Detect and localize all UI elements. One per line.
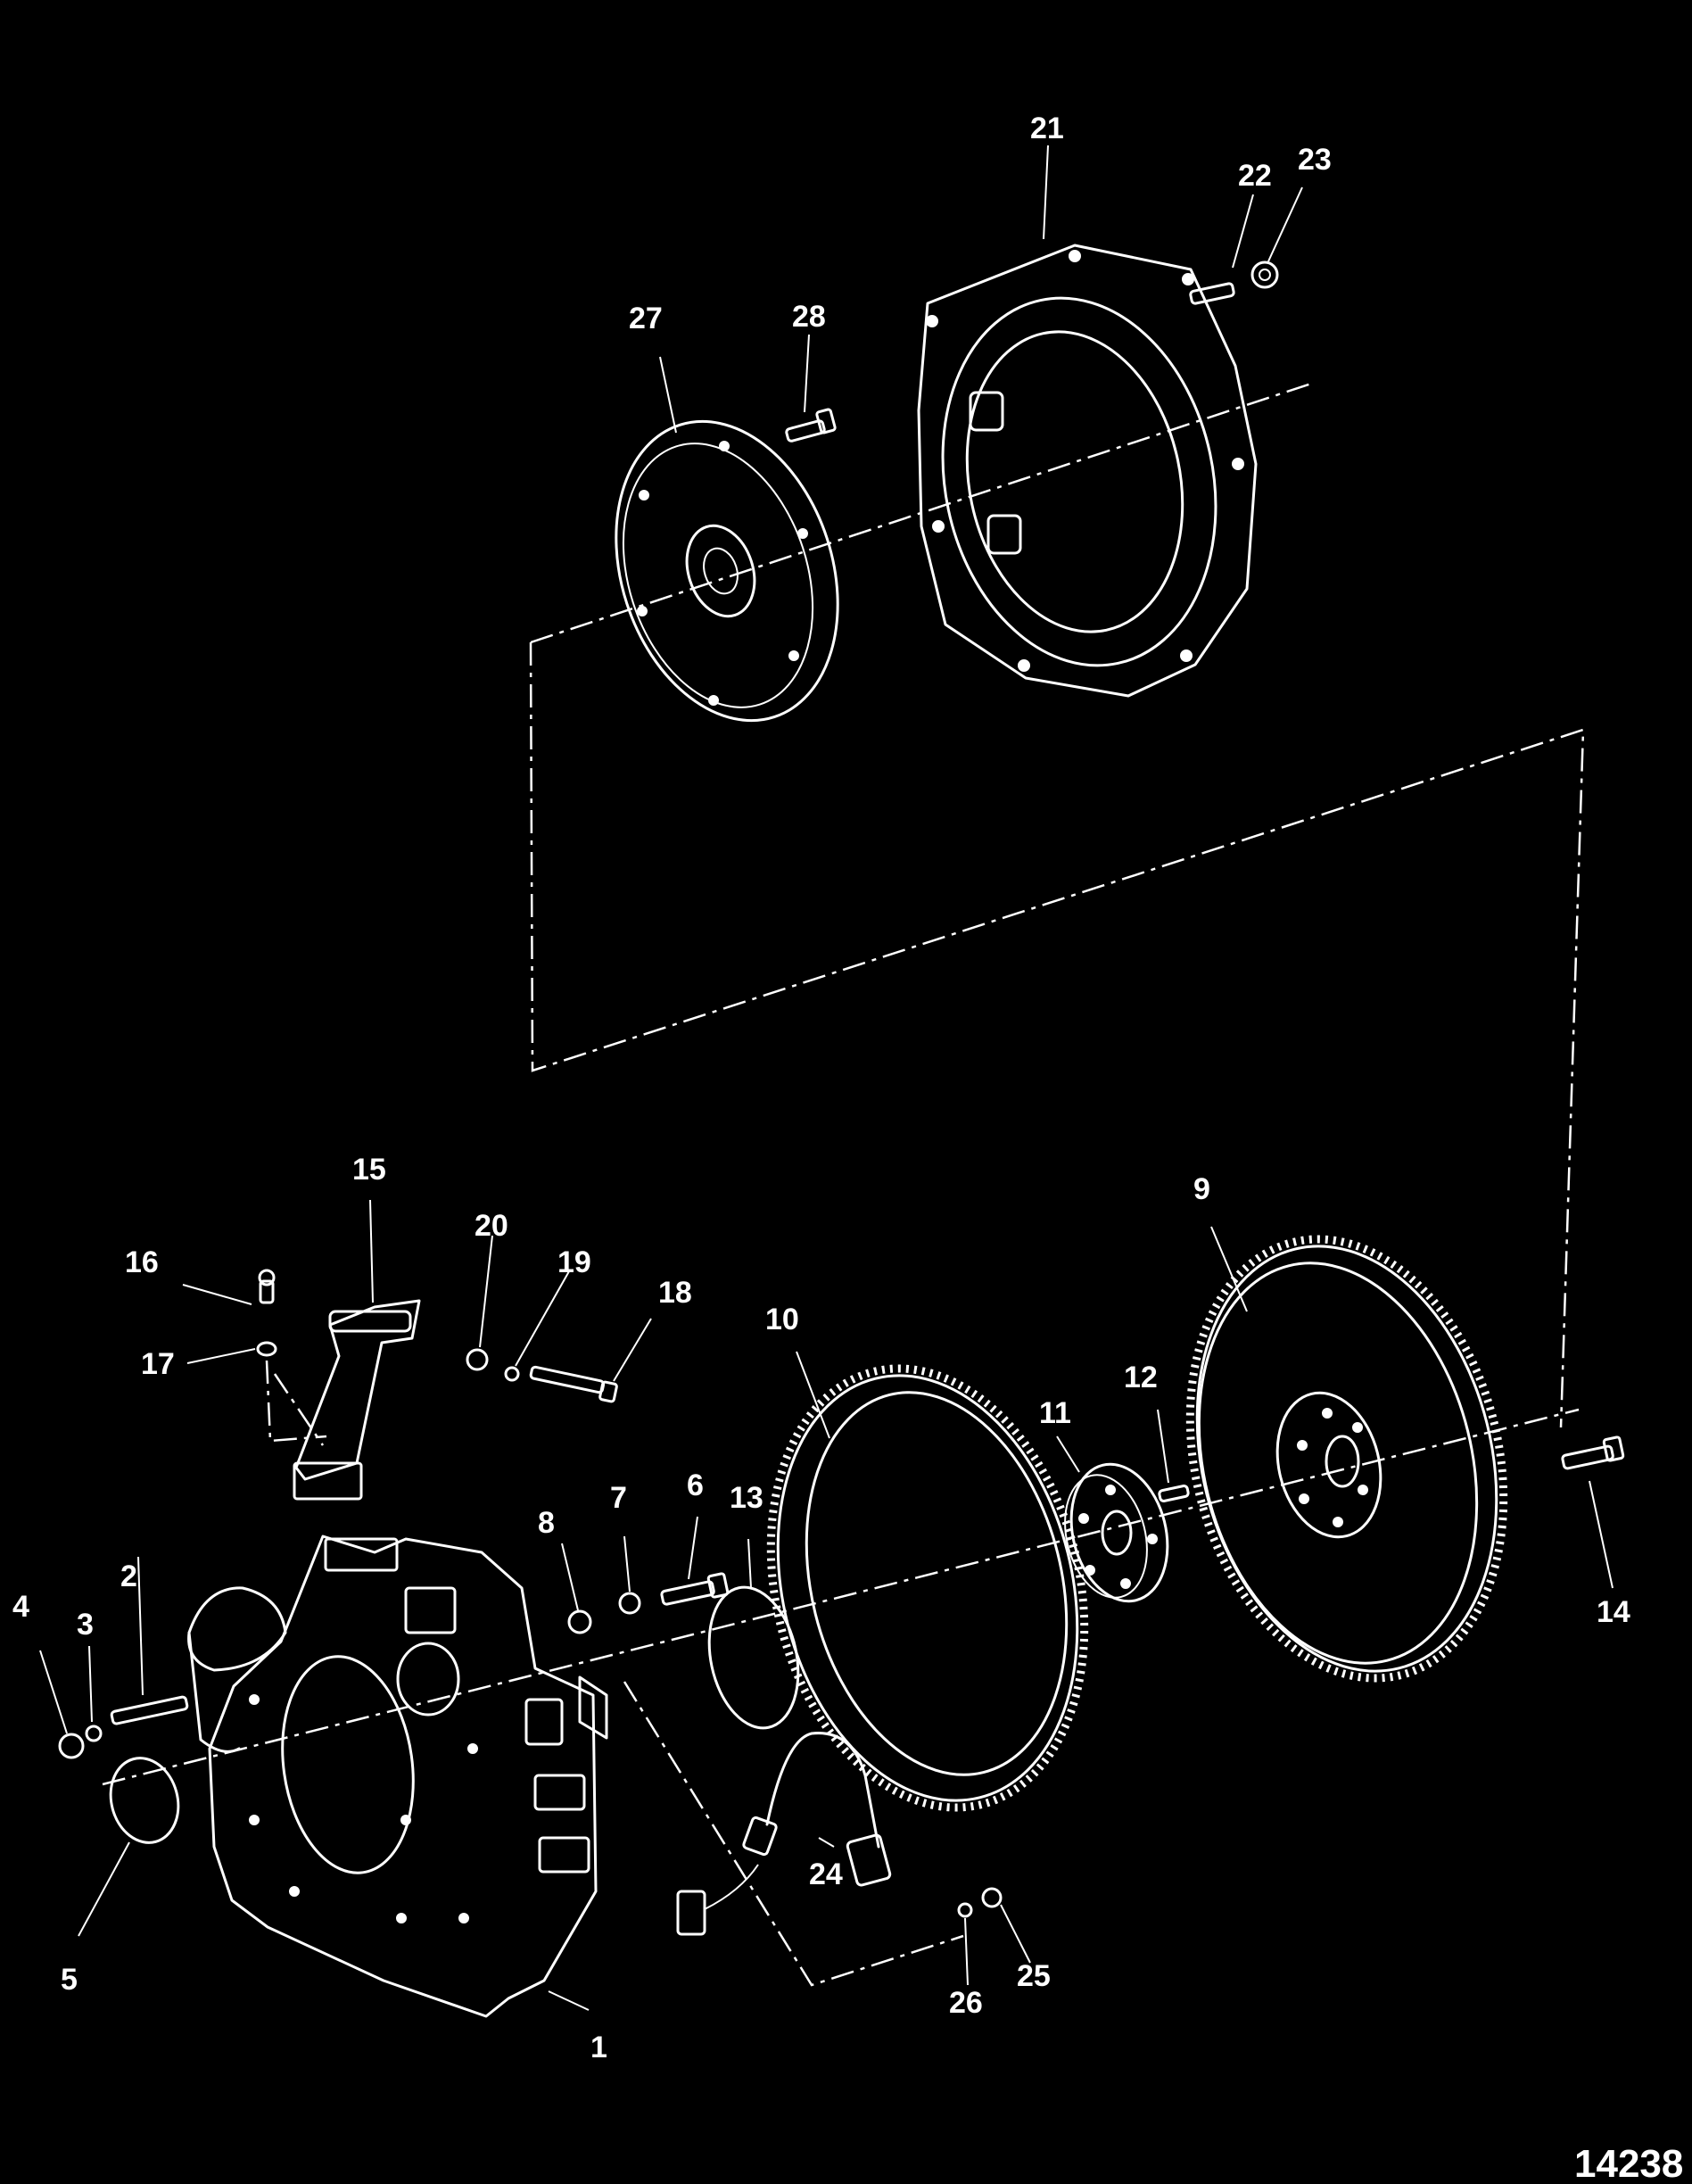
- callout-26: 26: [949, 1986, 983, 2020]
- washer-19: [504, 1366, 520, 1382]
- callout-22: 22: [1238, 159, 1272, 193]
- drive-plate-27: [615, 419, 839, 723]
- washer-3: [85, 1725, 103, 1742]
- bolt-18: [529, 1365, 618, 1403]
- callout-5: 5: [61, 1963, 78, 1997]
- flywheel-adapter-11: [1064, 1462, 1169, 1603]
- speed-sensor-24: [676, 1732, 892, 1936]
- callout-11: 11: [1039, 1396, 1071, 1430]
- callout-24: 24: [809, 1857, 843, 1891]
- flywheel-9: [1185, 1235, 1508, 1683]
- screw-25: [981, 1887, 1003, 1908]
- callout-3: 3: [77, 1608, 94, 1642]
- callout-20: 20: [475, 1209, 508, 1243]
- washer-8: [567, 1609, 592, 1634]
- callout-14: 14: [1597, 1595, 1630, 1629]
- callout-10: 10: [765, 1303, 799, 1336]
- callout-21: 21: [1030, 112, 1064, 145]
- o-ring-5: [109, 1757, 180, 1844]
- callout-25: 25: [1017, 1959, 1051, 1993]
- leader-lines: [39, 145, 1614, 2011]
- bolt-14: [1561, 1435, 1625, 1470]
- callout-15: 15: [352, 1153, 386, 1187]
- figure-number: 14238: [1574, 2142, 1683, 2184]
- callout-28: 28: [792, 300, 826, 334]
- callout-12: 12: [1124, 1361, 1158, 1394]
- callout-17: 17: [141, 1347, 175, 1381]
- stud-2: [110, 1695, 189, 1725]
- bracket-alignment-line: [265, 1360, 327, 1443]
- centerlines: [102, 382, 1585, 1987]
- bolt-6: [660, 1572, 730, 1606]
- callout-13: 13: [730, 1481, 763, 1515]
- callout-7: 7: [610, 1481, 627, 1515]
- callout-27: 27: [629, 302, 663, 335]
- washer-20: [466, 1348, 489, 1371]
- callout-2: 2: [120, 1559, 137, 1593]
- callout-6: 6: [687, 1468, 704, 1502]
- screw-16: [258, 1269, 276, 1304]
- callout-1: 1: [590, 2031, 607, 2064]
- ring-gear-10: [766, 1364, 1089, 1812]
- flywheel-housing-1: [187, 1535, 608, 2018]
- callout-8: 8: [538, 1506, 555, 1540]
- washer-17: [256, 1341, 277, 1357]
- callout-9: 9: [1193, 1172, 1210, 1206]
- callout-labels: 1 2 3 4 5 6 7 8 9 10 11 12 13 14 15 16 1…: [12, 112, 1630, 2064]
- callout-4: 4: [12, 1590, 29, 1624]
- callout-16: 16: [125, 1245, 159, 1279]
- o-ring-13: [707, 1585, 800, 1730]
- callout-23: 23: [1298, 143, 1332, 177]
- callout-19: 19: [557, 1245, 591, 1279]
- nut-4: [58, 1733, 85, 1759]
- adapter-housing-21: [917, 244, 1258, 698]
- stud-22: [1189, 282, 1235, 305]
- callout-18: 18: [658, 1276, 692, 1310]
- washer-26: [957, 1902, 973, 1918]
- screw-12: [1158, 1485, 1190, 1502]
- nut-23: [1250, 261, 1279, 289]
- bolt-28: [785, 408, 837, 443]
- washer-7: [618, 1592, 641, 1615]
- bracket-15: [293, 1299, 421, 1501]
